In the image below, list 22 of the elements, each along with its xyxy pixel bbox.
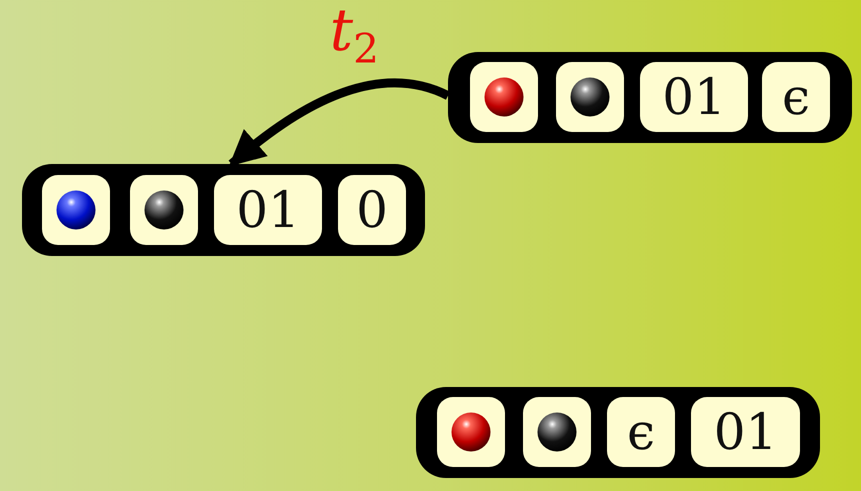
value-cell (762, 62, 830, 132)
value-cell (640, 62, 748, 132)
value-cell (691, 397, 800, 467)
sphere-cell (42, 175, 110, 245)
cell-value: 01 (236, 185, 300, 235)
edge-label: t$_{2}$ (330, 0, 379, 69)
token-bar (416, 387, 820, 478)
sphere-cell (437, 397, 505, 467)
cell-value: 01 (662, 72, 726, 122)
cell-value: 01 (714, 407, 778, 457)
token-bar (448, 52, 852, 143)
value-cell (214, 175, 322, 245)
sphere-cell (130, 175, 198, 245)
value-cell (338, 175, 406, 245)
cell-value: 0 (356, 185, 388, 235)
sphere-cell (470, 62, 538, 132)
token-bar (22, 164, 425, 256)
cell-value: ϵ (626, 407, 655, 457)
value-cell (607, 397, 675, 467)
sphere-cell (556, 62, 624, 132)
sphere-cell (523, 397, 591, 467)
cell-value: ϵ (782, 72, 810, 122)
